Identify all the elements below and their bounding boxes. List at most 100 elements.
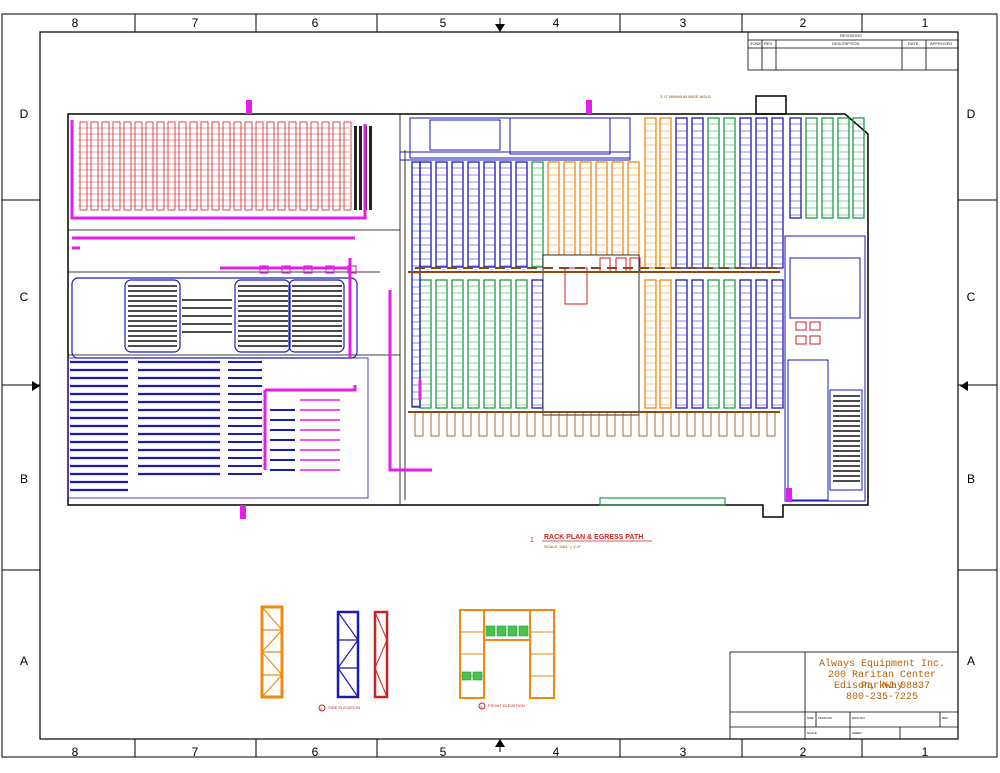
rack-row <box>707 117 720 269</box>
revisions-heading: REVISIONS <box>840 33 862 38</box>
rack-row <box>515 161 528 268</box>
rack-row <box>739 279 752 409</box>
rack-row <box>659 279 672 409</box>
dock-note: 3'-0" MINIMUM WIDE AISLE <box>660 94 711 99</box>
side-elevation-label: SIDE ELEVATION <box>328 705 360 710</box>
rack-row <box>499 161 512 268</box>
zone-col-1-top: 1 <box>921 16 929 30</box>
black-rack-area <box>354 126 372 210</box>
rack-row <box>547 161 560 268</box>
rack-row <box>805 117 818 219</box>
rack-row <box>483 279 496 409</box>
rack-red <box>145 121 154 211</box>
rack-red <box>299 121 308 211</box>
rack-row <box>451 279 464 409</box>
rack-red <box>244 121 253 211</box>
company-phone: 800-235-7225 <box>845 692 918 703</box>
rack-row <box>595 161 608 268</box>
rack-row <box>644 117 657 269</box>
rack-row <box>611 161 624 268</box>
rack-row <box>707 279 720 409</box>
zone-col-3-top: 3 <box>679 16 687 30</box>
zone-col-6-bottom: 6 <box>311 745 319 759</box>
rack-row <box>435 161 448 268</box>
rack-red <box>189 121 198 211</box>
left-center-arrow <box>32 381 40 391</box>
rack-row <box>852 117 865 219</box>
rack-row <box>579 161 592 268</box>
rack-red <box>167 121 176 211</box>
zone-col-4-top: 4 <box>552 16 560 30</box>
rack-red <box>200 121 209 211</box>
company-address: 200 Raritan Center Parkway <box>827 670 937 692</box>
zone-row-B-right: B <box>966 472 975 486</box>
zone-col-8-top: 8 <box>71 16 79 30</box>
egress-doors <box>240 100 792 519</box>
rack-red <box>222 121 231 211</box>
company-city: Edison, NJ 08837 <box>833 681 930 692</box>
rack-row <box>739 117 752 269</box>
revision-col-rev: REV <box>764 41 773 46</box>
central-rack-rows <box>411 117 865 411</box>
side-elevation-drawing <box>260 605 389 712</box>
zone-row-D-right: D <box>966 107 976 121</box>
rack-red <box>123 121 132 211</box>
zone-row-A-right: A <box>966 654 975 668</box>
open-floor-area <box>542 254 640 416</box>
rack-row <box>467 279 480 409</box>
zone-col-6-top: 6 <box>311 16 319 30</box>
zone-row-B-left: B <box>19 472 28 486</box>
side-elevation-number: 2 <box>320 706 323 711</box>
rack-red <box>266 121 275 211</box>
egress-paths <box>70 120 432 472</box>
rack-row <box>789 117 802 219</box>
rack-row <box>771 117 784 269</box>
rack-red <box>277 121 286 211</box>
revision-col-approved: APPROVED <box>930 41 953 46</box>
rack-row <box>644 279 657 409</box>
title-field-rev: REV <box>942 716 948 720</box>
zone-row-A-left: A <box>19 654 28 668</box>
title-field-sheet: SHEET <box>852 731 862 735</box>
title-field-size: SIZE <box>807 716 814 720</box>
rack-row <box>691 117 704 269</box>
rack-red <box>233 121 242 211</box>
zone-col-7-bottom: 7 <box>191 745 199 759</box>
zone-col-2-top: 2 <box>799 16 807 30</box>
zone-col-5-bottom: 5 <box>439 745 447 759</box>
bottom-dock-racks <box>599 497 726 506</box>
rack-row <box>691 279 704 409</box>
title-block <box>729 651 959 740</box>
zone-col-4-bottom: 4 <box>552 745 560 759</box>
zone-col-3-bottom: 3 <box>679 745 687 759</box>
left-zone-dividers <box>68 114 406 505</box>
title-field-fscm-no-: FSCM NO. <box>818 716 833 720</box>
rack-row <box>723 117 736 269</box>
rack-red <box>156 121 165 211</box>
rack-row <box>723 279 736 409</box>
rack-red <box>178 121 187 211</box>
rack-row <box>675 117 688 269</box>
rack-row <box>419 161 432 268</box>
rack-red <box>90 121 99 211</box>
rack-row <box>467 161 480 268</box>
office-area <box>784 235 866 502</box>
front-elevation-label: FRONT ELEVATION <box>488 703 525 708</box>
blue-rack-area-left <box>67 357 369 499</box>
rack-red <box>321 121 330 211</box>
rack-red <box>112 121 121 211</box>
rack-row <box>499 279 512 409</box>
zone-row-C-right: C <box>966 290 976 304</box>
revision-block <box>747 31 959 71</box>
drawing-title: RACK PLAN & EGRESS PATH <box>544 534 643 541</box>
red-rack-area <box>78 121 352 211</box>
rack-row <box>563 161 576 268</box>
rack-row <box>515 279 528 409</box>
zone-col-5-top: 5 <box>439 16 447 30</box>
right-center-arrow <box>960 381 968 391</box>
rack-row <box>411 161 421 408</box>
egress-markers <box>259 265 357 471</box>
rack-row <box>483 161 496 268</box>
rack-row <box>531 279 544 409</box>
